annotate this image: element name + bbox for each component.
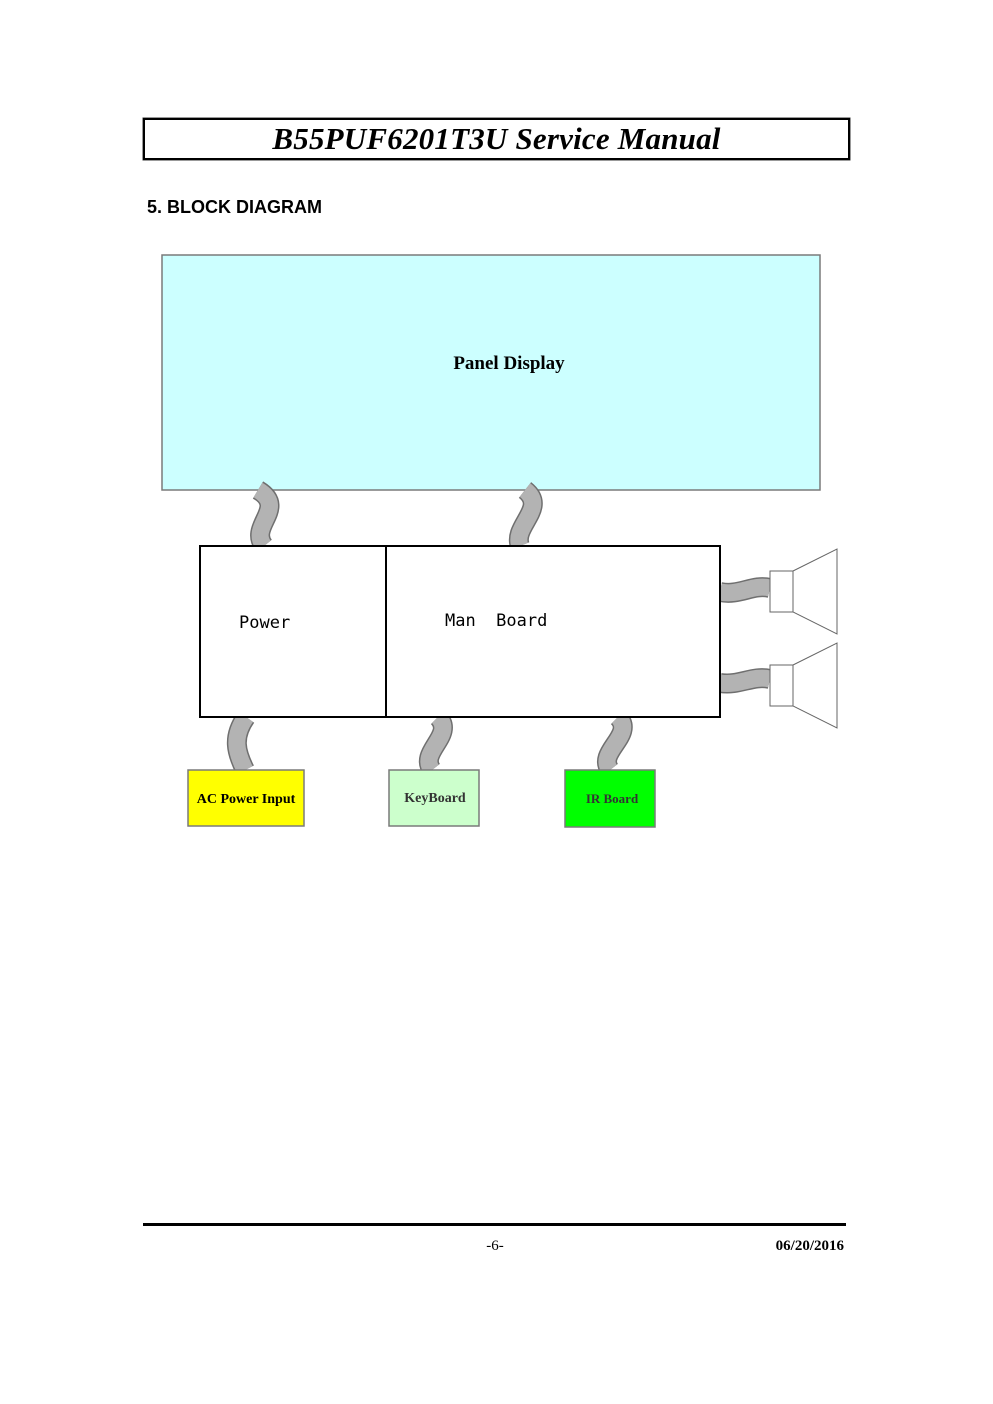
- footer-date: 06/20/2016: [775, 1238, 844, 1254]
- mainboard-keyboard-cable: [418, 709, 453, 777]
- keyboard-label: KeyBoard: [404, 791, 466, 806]
- page-number: -6-: [486, 1238, 504, 1254]
- power-ac-cable: [226, 711, 255, 775]
- main-board-label: Man Board: [445, 611, 547, 631]
- mainboard-ir-cable: [597, 709, 633, 777]
- panel-display-label: Panel Display: [453, 353, 565, 374]
- speaker-icon: [769, 642, 838, 729]
- speaker-icon: [769, 548, 838, 635]
- header-title-box: B55PUF6201T3U Service Manual: [143, 118, 850, 160]
- ir-board-label: IR Board: [586, 791, 639, 806]
- keyboard-box: [388, 769, 480, 827]
- ir-board-box: [564, 769, 656, 828]
- main-board-box: [385, 545, 721, 718]
- power-label: Power: [239, 613, 290, 633]
- section-heading: 5. BLOCK DIAGRAM: [147, 197, 322, 217]
- speaker-cable-top: [718, 577, 773, 603]
- ac-power-input-label: AC Power Input: [197, 792, 296, 807]
- panel-display-box: [161, 254, 821, 491]
- speaker-cable-bottom: [718, 668, 773, 694]
- panel-mainboard-cable: [508, 482, 543, 550]
- power-box: [199, 545, 387, 718]
- document-title: B55PUF6201T3U Service Manual: [272, 121, 721, 156]
- panel-power-cable: [250, 481, 280, 553]
- ac-power-input-box: [187, 769, 305, 827]
- footer-divider: [143, 1223, 846, 1226]
